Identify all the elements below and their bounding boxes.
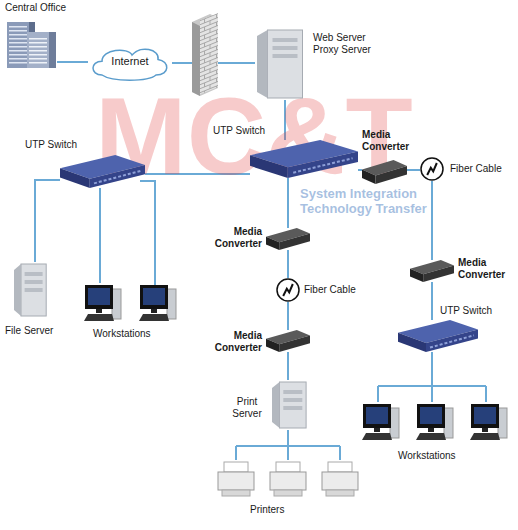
device-label: UTP Switch bbox=[213, 125, 265, 137]
device-icon bbox=[410, 260, 454, 282]
device-label: Media Converter bbox=[210, 226, 262, 250]
device-icon bbox=[12, 262, 48, 318]
network-link bbox=[431, 352, 433, 402]
network-device: Media Converter bbox=[362, 160, 407, 184]
network-link bbox=[57, 61, 88, 63]
network-device: Workstations bbox=[68, 283, 180, 323]
device-label: Workstations bbox=[398, 450, 456, 462]
device-icon bbox=[266, 228, 310, 250]
device-label: UTP Switch bbox=[25, 139, 77, 151]
network-device: Central Office bbox=[5, 16, 57, 68]
network-link bbox=[287, 178, 289, 228]
network-link bbox=[35, 180, 60, 262]
device-label: Printers bbox=[250, 504, 284, 516]
device-icon bbox=[210, 460, 366, 498]
network-device: UTP Switch bbox=[398, 320, 478, 352]
network-device: Fiber Cable bbox=[420, 157, 444, 181]
network-link bbox=[99, 188, 101, 283]
device-icon bbox=[68, 283, 180, 323]
network-link bbox=[287, 250, 289, 278]
device-label: Media Converter bbox=[362, 129, 414, 153]
device-label: Internet bbox=[88, 45, 172, 67]
device-icon bbox=[398, 320, 478, 352]
network-device: Media Converter bbox=[410, 260, 454, 282]
network-link bbox=[431, 181, 433, 260]
network-link bbox=[407, 169, 420, 171]
network-link bbox=[287, 302, 289, 330]
network-device: UTP Switch bbox=[250, 140, 358, 178]
device-icon bbox=[362, 160, 407, 184]
network-device: Printers bbox=[210, 460, 366, 498]
device-label: Web Server Proxy Server bbox=[313, 32, 388, 56]
device-icon bbox=[255, 28, 305, 100]
network-device: Workstations bbox=[355, 402, 505, 442]
device-icon bbox=[270, 380, 308, 430]
network-link bbox=[431, 282, 433, 320]
device-icon bbox=[420, 157, 444, 181]
device-label: Print Server bbox=[229, 396, 265, 420]
network-link bbox=[358, 169, 362, 171]
watermark-tagline: System Integration Technology Transfer bbox=[300, 186, 460, 216]
network-device: Internet bbox=[88, 45, 172, 81]
device-label: UTP Switch bbox=[440, 305, 492, 317]
device-icon bbox=[250, 140, 358, 178]
network-device: UTP Switch bbox=[60, 155, 145, 188]
device-icon bbox=[276, 278, 300, 302]
device-label: File Server bbox=[5, 325, 53, 337]
device-label: Fiber Cable bbox=[450, 163, 502, 175]
network-link bbox=[145, 173, 250, 175]
network-device: Fiber Cable bbox=[276, 278, 300, 302]
network-device: File Server bbox=[12, 262, 48, 318]
device-label: Fiber Cable bbox=[304, 284, 356, 296]
network-device: Media Converter bbox=[266, 228, 310, 250]
device-label: Workstations bbox=[93, 328, 151, 340]
network-device: Print Server bbox=[270, 380, 308, 430]
device-icon bbox=[355, 402, 505, 442]
network-device: Media Converter bbox=[266, 330, 310, 352]
device-label: Central Office bbox=[5, 2, 66, 14]
device-icon bbox=[60, 155, 145, 188]
network-device: Web Server Proxy Server bbox=[255, 28, 305, 100]
device-icon bbox=[5, 16, 57, 68]
device-label: Media Converter bbox=[458, 257, 513, 281]
bus-wire bbox=[140, 181, 486, 460]
firewall-wall bbox=[192, 13, 218, 96]
network-link bbox=[287, 352, 289, 380]
device-icon bbox=[266, 330, 310, 352]
network-link bbox=[284, 100, 286, 140]
device-label: Media Converter bbox=[210, 330, 262, 354]
